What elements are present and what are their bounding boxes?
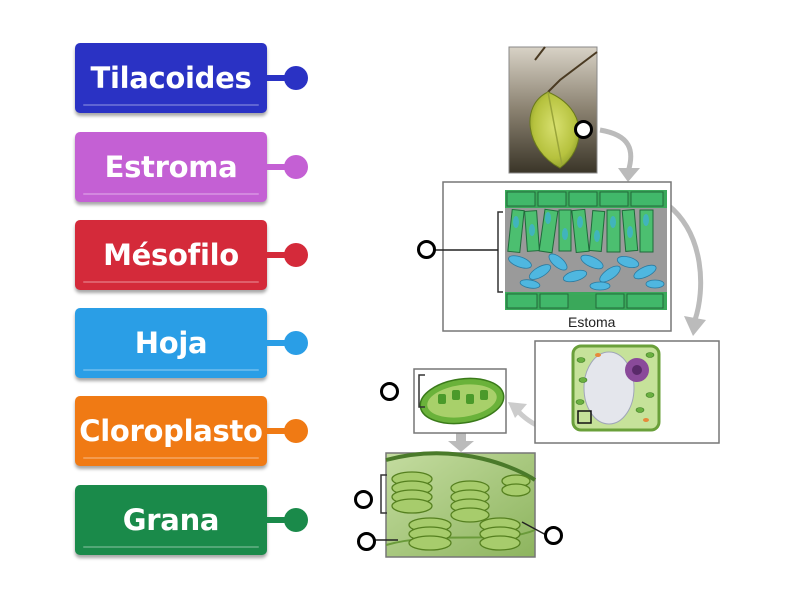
grana-closeup: [370, 451, 549, 558]
anchor-mesophyll[interactable]: [417, 240, 436, 259]
connector-bar: [267, 340, 291, 346]
anchor-grana-stack[interactable]: [354, 490, 373, 509]
connector-dot[interactable]: [284, 419, 308, 443]
label-card-cloroplasto[interactable]: Cloroplasto: [75, 396, 267, 466]
anchor-thylakoid[interactable]: [357, 532, 376, 551]
label-text: Estroma: [104, 150, 238, 184]
label-card-tilacoides[interactable]: Tilacoides: [75, 43, 267, 113]
arrow-down: [456, 433, 466, 442]
connector-bar: [267, 164, 291, 170]
label-card-estroma[interactable]: Estroma: [75, 132, 267, 202]
connector-bar: [267, 75, 291, 81]
label-card-hoja[interactable]: Hoja: [75, 308, 267, 378]
anchor-chloroplast[interactable]: [380, 382, 399, 401]
connector-estroma[interactable]: [267, 155, 312, 179]
label-text: Mésofilo: [103, 238, 239, 272]
label-card-mesofilo[interactable]: Mésofilo: [75, 220, 267, 290]
connector-bar: [267, 252, 291, 258]
connector-grana[interactable]: [267, 508, 312, 532]
anchor-stroma[interactable]: [544, 526, 563, 545]
connector-mesofilo[interactable]: [267, 243, 312, 267]
chloroplast: [418, 374, 505, 425]
leaf-photo: [508, 46, 598, 174]
estoma-label: Estoma: [568, 314, 616, 330]
connector-dot[interactable]: [284, 331, 308, 355]
leaf-cross-section: [432, 190, 667, 310]
arrow-tissue-to-cell: [666, 203, 704, 321]
label-card-grana[interactable]: Grana: [75, 485, 267, 555]
connector-dot[interactable]: [284, 66, 308, 90]
label-text: Cloroplasto: [79, 414, 263, 448]
label-text: Grana: [122, 503, 220, 537]
connector-bar: [267, 428, 291, 434]
arrow-leaf-to-tissue: [599, 127, 634, 173]
connector-dot[interactable]: [284, 508, 308, 532]
connector-bar: [267, 517, 291, 523]
label-text: Hoja: [134, 326, 208, 360]
connector-dot[interactable]: [284, 155, 308, 179]
connector-tilacoides[interactable]: [267, 66, 312, 90]
connector-hoja[interactable]: [267, 331, 312, 355]
label-text: Tilacoides: [90, 61, 252, 95]
connector-dot[interactable]: [284, 243, 308, 267]
connector-cloroplasto[interactable]: [267, 419, 312, 443]
anchor-leaf[interactable]: [574, 120, 593, 139]
plant-cell: [571, 344, 661, 432]
